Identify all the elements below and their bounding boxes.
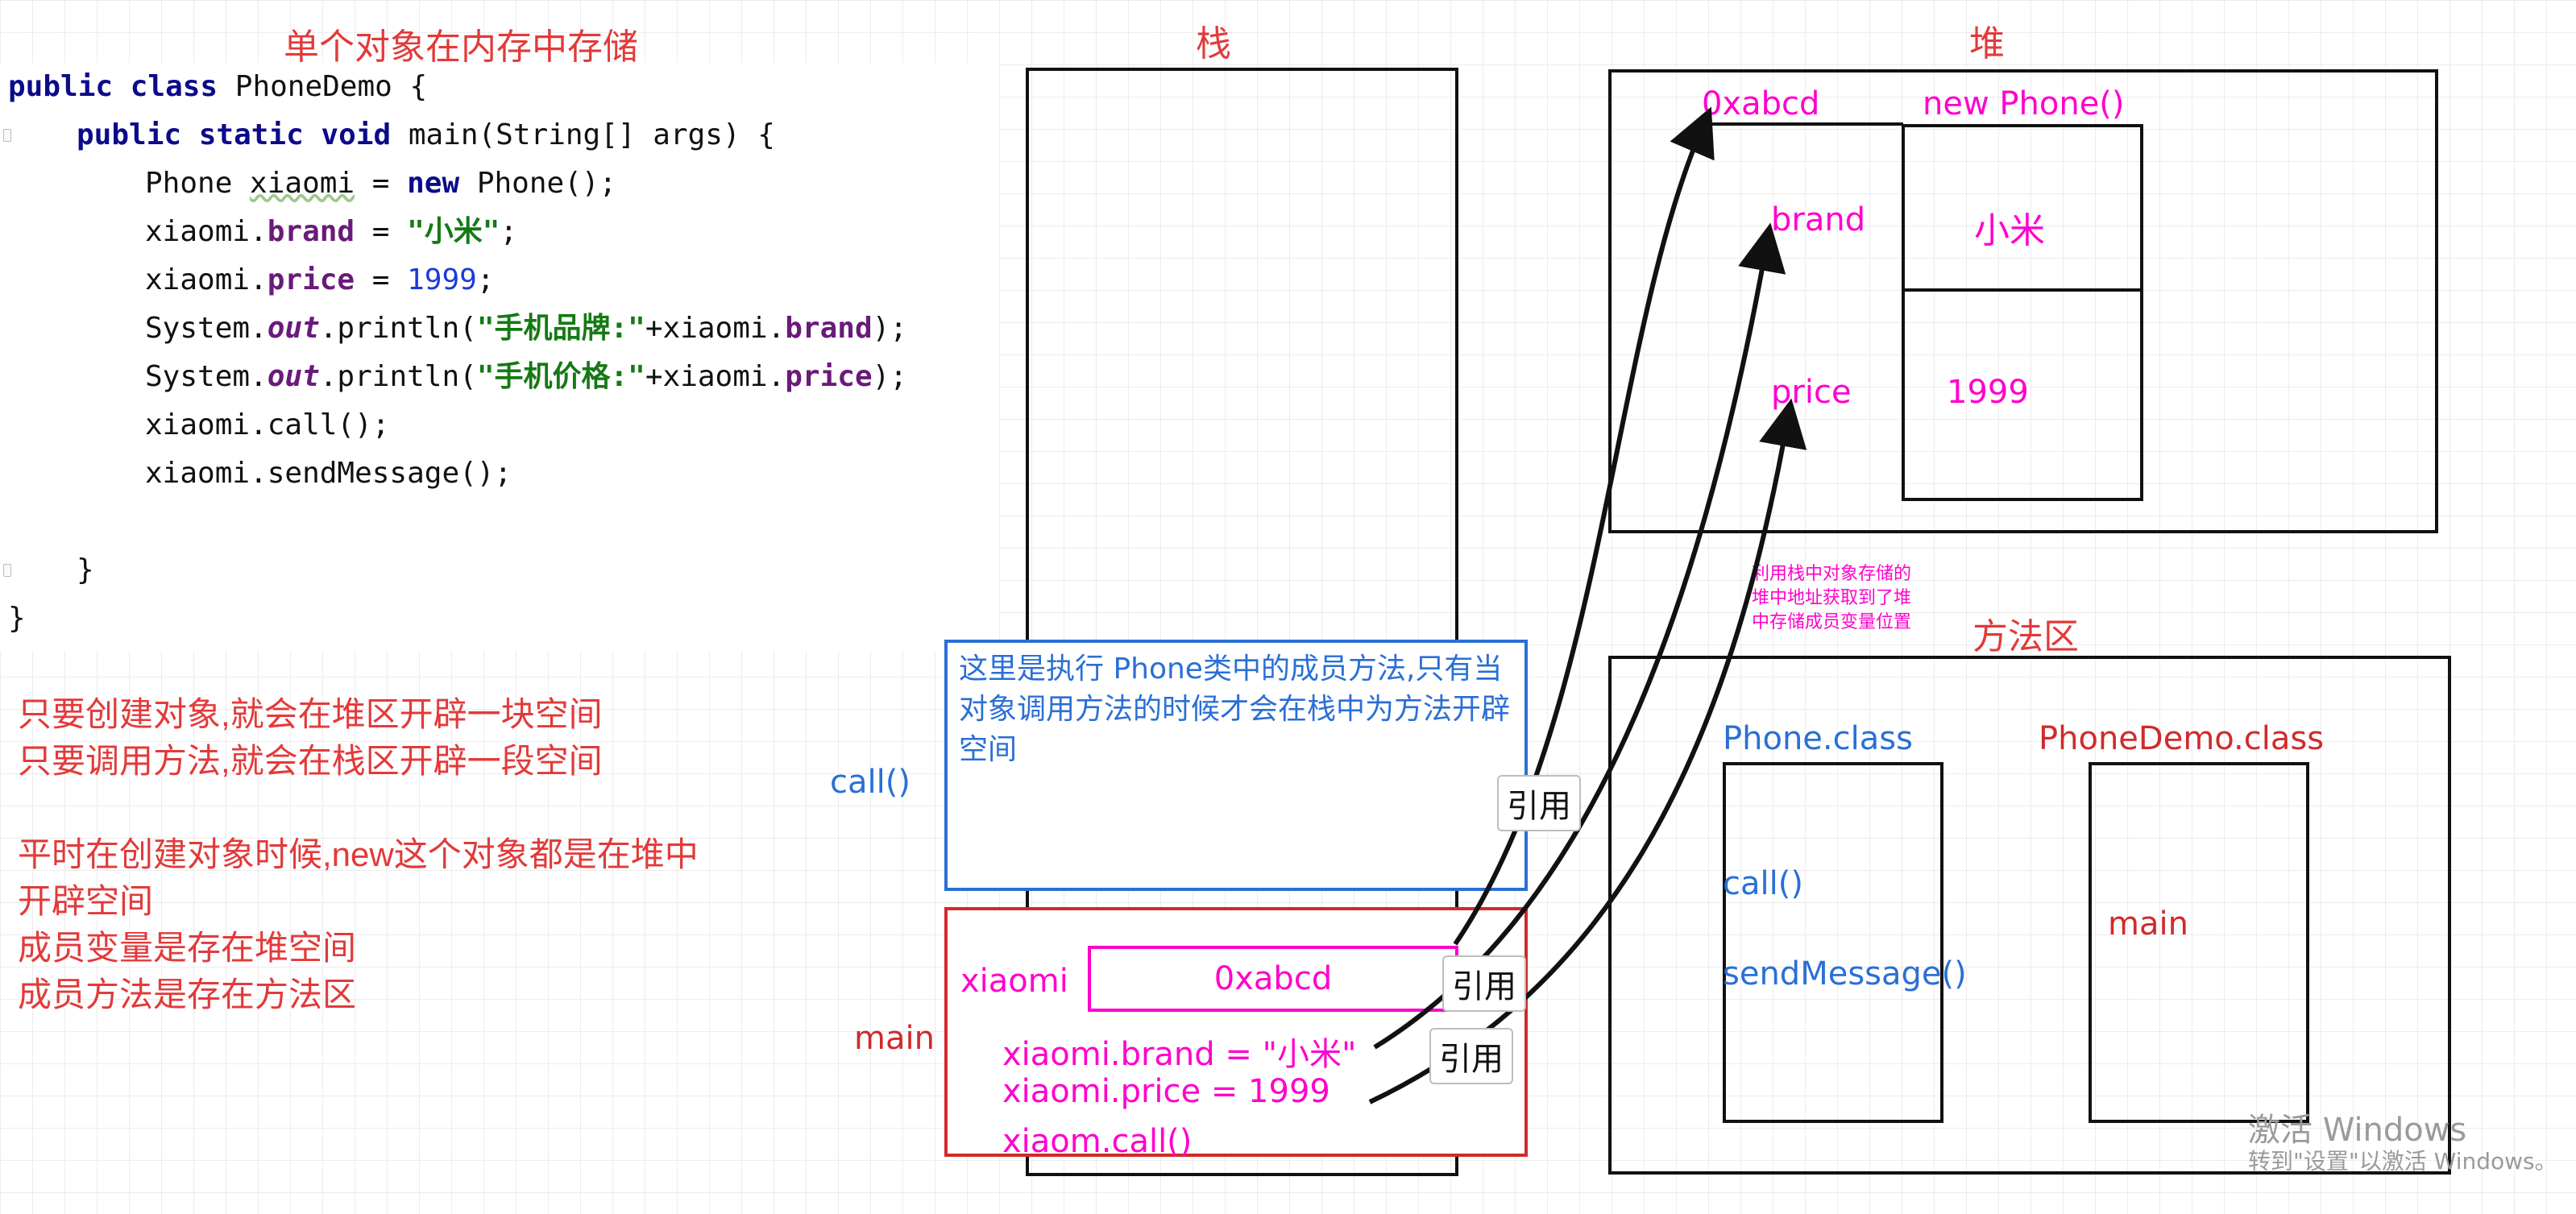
- field-value-price: 1999: [1947, 374, 2029, 411]
- heap-address-underline: [1702, 122, 1903, 126]
- heap-box: [1608, 69, 2438, 533]
- var-name: xiaomi: [960, 963, 1068, 1000]
- code-line-6: System.out.println("手机品牌:"+xiaomi.brand)…: [145, 312, 907, 345]
- note-line: 成员方法是存在方法区: [18, 976, 357, 1013]
- annotation-line: 利用栈中对象存储的: [1752, 564, 1912, 584]
- method-call: call(): [1723, 865, 1803, 902]
- arrow-to-price: [1368, 398, 1807, 1104]
- stack-box: [1026, 68, 1458, 1176]
- method-area-title: 方法区: [1972, 617, 2079, 657]
- var-value-box: 0xabcd: [1088, 946, 1458, 1012]
- fold-marker[interactable]: [3, 564, 11, 577]
- code-line-4: xiaomi.brand = "小米";: [145, 215, 518, 248]
- field-value-brand: 小米: [1974, 210, 2045, 251]
- heap-title: 堆: [1969, 24, 2005, 64]
- annotation: 利用栈中对象存储的 堆中地址获取到了堆 中存储成员变量位置: [1752, 562, 1911, 635]
- note-line: 成员变量是存在堆空间: [18, 929, 357, 967]
- code-line-10: }: [77, 553, 94, 586]
- code-line-7: System.out.println("手机价格:"+xiaomi.price)…: [145, 360, 907, 393]
- code-line-8: xiaomi.call();: [145, 408, 390, 441]
- reference-tag: 引用: [1429, 1028, 1513, 1084]
- note-line: 平时在创建对象时候,new这个对象都是在堆中: [18, 835, 699, 873]
- method-area-box: [1608, 656, 2451, 1175]
- code-line-1: public class PhoneDemo {: [8, 70, 428, 103]
- call-frame-label: call(): [830, 764, 911, 801]
- code-panel: public class PhoneDemo { public static v…: [0, 63, 999, 651]
- heap-field-divider: [1902, 288, 2143, 292]
- reference-tag: 引用: [1442, 955, 1526, 1012]
- field-name-brand: brand: [1771, 201, 1866, 238]
- annotation-line: 堆中地址获取到了堆: [1752, 588, 1912, 608]
- method-main: main: [2108, 905, 2188, 943]
- stmt-brand: xiaomi.brand = "小米": [1002, 1036, 1357, 1073]
- code-line-3: Phone xiaomi = new Phone();: [145, 167, 617, 200]
- arrow-to-brand: [1373, 222, 1786, 1050]
- activation-watermark-subtitle: 转到"设置"以激活 Windows。: [2248, 1148, 2557, 1175]
- note-line: 开辟空间: [18, 882, 154, 920]
- code-line-5: xiaomi.price = 1999;: [145, 263, 495, 296]
- stack-title: 栈: [1196, 24, 1231, 64]
- code-line-9: xiaomi.sendMessage();: [145, 457, 512, 490]
- fold-marker[interactable]: [3, 129, 11, 142]
- stmt-price: xiaomi.price = 1999: [1002, 1073, 1330, 1110]
- main-frame-label: main: [854, 1020, 935, 1057]
- class-box-phonedemo: [2089, 762, 2309, 1123]
- code-line-11: }: [8, 602, 26, 635]
- call-frame-text: 这里是执行 Phone类中的成员方法,只有当对象调用方法的时候才会在栈中为方法开…: [959, 653, 1511, 766]
- activation-watermark-title: 激活 Windows: [2248, 1112, 2467, 1149]
- note-line: 只要创建对象,就会在堆区开辟一块空间: [18, 695, 603, 733]
- notes: 只要创建对象,就会在堆区开辟一块空间 只要调用方法,就会在栈区开辟一段空间 平时…: [18, 691, 699, 1018]
- note-line: 只要调用方法,就会在栈区开辟一段空间: [18, 742, 603, 780]
- method-sendmessage: sendMessage(): [1723, 955, 1967, 992]
- stmt-call: xiaom.call(): [1002, 1123, 1193, 1160]
- heap-object-label: new Phone(): [1923, 85, 2125, 122]
- class-box-phone: [1723, 762, 1943, 1123]
- class-name-phonedemo: PhoneDemo.class: [2039, 720, 2325, 757]
- heap-address: 0xabcd: [1702, 85, 1820, 122]
- reference-tag: 引用: [1497, 775, 1581, 831]
- arrow-to-address: [1453, 106, 1715, 946]
- code-title: 单个对象在内存中存储: [284, 27, 638, 67]
- class-name-phone: Phone.class: [1723, 720, 1913, 757]
- heap-object-box: [1902, 124, 2143, 501]
- var-value: 0xabcd: [1213, 960, 1333, 997]
- code-line-2: public static void main(String[] args) {: [77, 118, 775, 151]
- annotation-line: 中存储成员变量位置: [1752, 612, 1912, 632]
- call-frame: 这里是执行 Phone类中的成员方法,只有当对象调用方法的时候才会在栈中为方法开…: [944, 640, 1528, 891]
